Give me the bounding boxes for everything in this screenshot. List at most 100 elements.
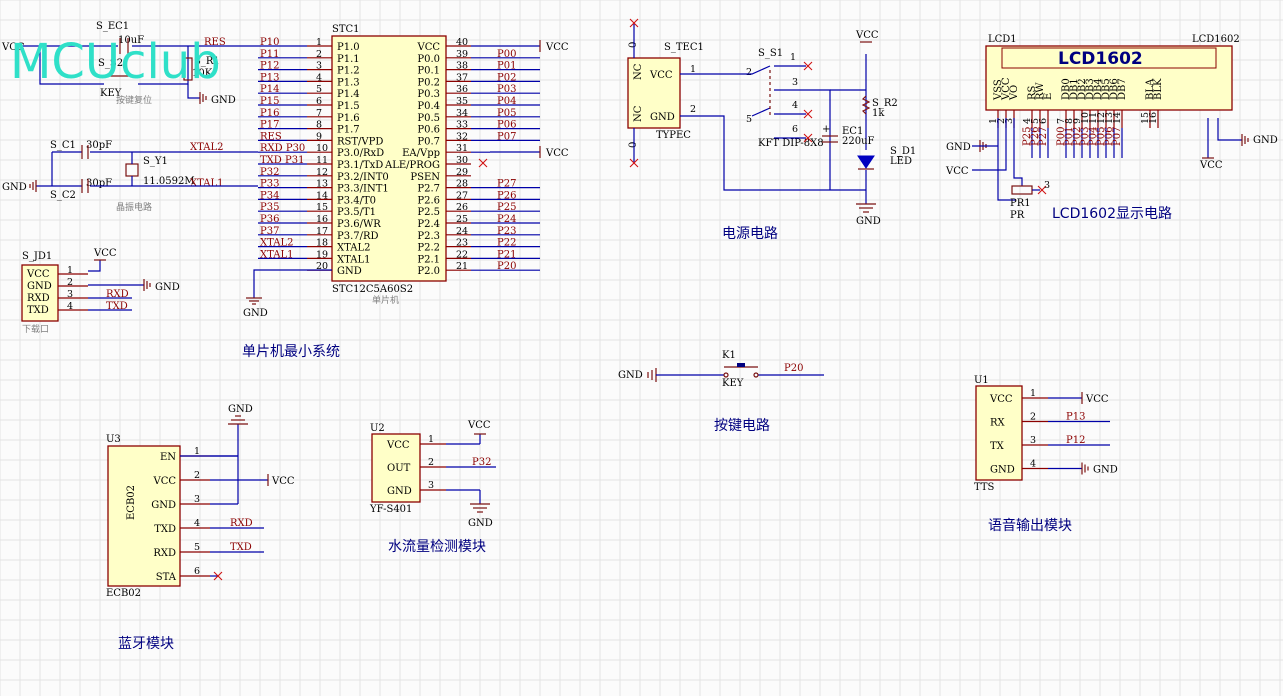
svg-text:XTAL1: XTAL1 [337, 254, 370, 265]
power-sw-pin2: 2 [746, 67, 752, 78]
power-circuit[interactable]: S_TEC1 VCC GND NC NC TYPEC 0 0 1 2 S_S1 … [627, 18, 916, 242]
mcu-net-6: P15 [260, 96, 279, 107]
svg-text:VCC: VCC [467, 420, 491, 431]
reset-gnd-symbol: GND [199, 92, 236, 106]
svg-text:GND: GND [387, 486, 412, 497]
svg-text:P0.6: P0.6 [417, 125, 440, 136]
svg-text:VCC: VCC [989, 394, 1013, 405]
mcu-net-2: P11 [260, 49, 279, 60]
mcuclub-logo: MCUclub [10, 34, 221, 90]
svg-text:10: 10 [1080, 112, 1091, 124]
svg-text:P2.0: P2.0 [417, 266, 440, 277]
power-vcc-label: VCC [855, 30, 879, 41]
osc-c2-label: S_C2 [50, 190, 76, 201]
svg-text:28: 28 [456, 179, 468, 190]
svg-text:P3.5/T1: P3.5/T1 [337, 207, 376, 218]
svg-text:14: 14 [1112, 112, 1123, 124]
lcd-vcc-label-right: VCC [1199, 160, 1223, 171]
svg-text:5: 5 [316, 84, 322, 95]
mcu-vcc-40: VCC [490, 40, 569, 53]
svg-text:P27: P27 [1038, 127, 1049, 146]
power-switch-label: S_S1 [758, 48, 783, 59]
svg-text:2: 2 [428, 457, 434, 468]
mcu-net-11: TXD P31 [260, 155, 304, 166]
svg-text:36: 36 [456, 84, 468, 95]
power-res-value: 1k [872, 108, 885, 119]
lcd-designator: LCD1 [988, 34, 1017, 45]
jd-vcc-label: VCC [93, 248, 117, 259]
svg-text:P06: P06 [1104, 127, 1115, 146]
svg-text:3: 3 [1030, 435, 1036, 446]
svg-text:P00: P00 [1056, 127, 1067, 146]
svg-text:3: 3 [316, 61, 322, 72]
svg-text:11: 11 [316, 155, 328, 166]
lcd-circuit[interactable]: LCD1 LCD1602 LCD1602 VSS1VCC2VO3RS4P25RW… [945, 34, 1278, 222]
key-circuit[interactable]: GND K1 KEY P20 按键电路 [618, 350, 824, 434]
svg-text:34: 34 [456, 108, 468, 119]
svg-text:24: 24 [456, 226, 468, 237]
reset-circuit[interactable]: S_EC1 10uF S_S2 KEY 按键复位 S_R1 10K RES VC… [1, 21, 258, 106]
svg-text:TX: TX [990, 441, 1005, 452]
mcu-net-10: RXD P30 [260, 143, 305, 154]
svg-text:3: 3 [428, 480, 434, 491]
mcu-part: STC12C5A60S2 [332, 284, 413, 295]
svg-text:P01: P01 [1064, 127, 1075, 146]
svg-text:P1.7: P1.7 [337, 125, 360, 136]
svg-text:BLA: BLA [1145, 78, 1156, 100]
svg-text:17: 17 [316, 226, 328, 237]
svg-text:30: 30 [456, 155, 468, 166]
svg-text:P2.3: P2.3 [417, 231, 440, 242]
svg-text:P1.0: P1.0 [337, 42, 360, 53]
svg-text:P1.5: P1.5 [337, 101, 360, 112]
svg-text:P04: P04 [1088, 127, 1099, 146]
power-sw-pin3: 3 [792, 77, 798, 88]
mcu-net-12: P32 [260, 167, 279, 178]
power-switch-type: KFT DIP-8X8 [758, 138, 824, 149]
svg-text:15: 15 [1140, 112, 1151, 124]
osc-xtal-value: 11.0592M [143, 176, 195, 187]
mcu-net-9: RES [260, 131, 282, 142]
svg-text:5: 5 [1030, 118, 1041, 124]
jd-gnd-symbol: GND [143, 279, 180, 293]
bt-part-vertical: ECB02 [126, 485, 137, 520]
osc-net-xtal2: XTAL2 [190, 142, 223, 153]
svg-text:2: 2 [67, 277, 73, 288]
svg-text:23: 23 [456, 238, 468, 249]
mcu-net-1: P10 [260, 37, 279, 48]
svg-text:1: 1 [67, 265, 73, 276]
svg-text:GND: GND [211, 95, 236, 106]
lcd-screen [1001, 47, 1217, 69]
osc-circuit[interactable]: S_C1 30pF S_C2 30pF S_Y1 11.0592M 晶振电路 X… [2, 140, 258, 213]
osc-gnd: GND [2, 182, 27, 193]
svg-text:20: 20 [316, 261, 328, 272]
reset-cap-value: 10uF [118, 35, 144, 46]
svg-text:2: 2 [316, 49, 322, 60]
key-gnd: GND [618, 370, 643, 381]
mcu-net-24: P23 [497, 226, 516, 237]
svg-text:VCC: VCC [1001, 77, 1012, 101]
svg-text:39: 39 [456, 49, 468, 60]
svg-text:VCC: VCC [545, 148, 569, 159]
svg-text:12: 12 [316, 167, 328, 178]
svg-text:P3.1/TxD: P3.1/TxD [337, 160, 383, 171]
svg-text:DB7: DB7 [1117, 78, 1128, 100]
